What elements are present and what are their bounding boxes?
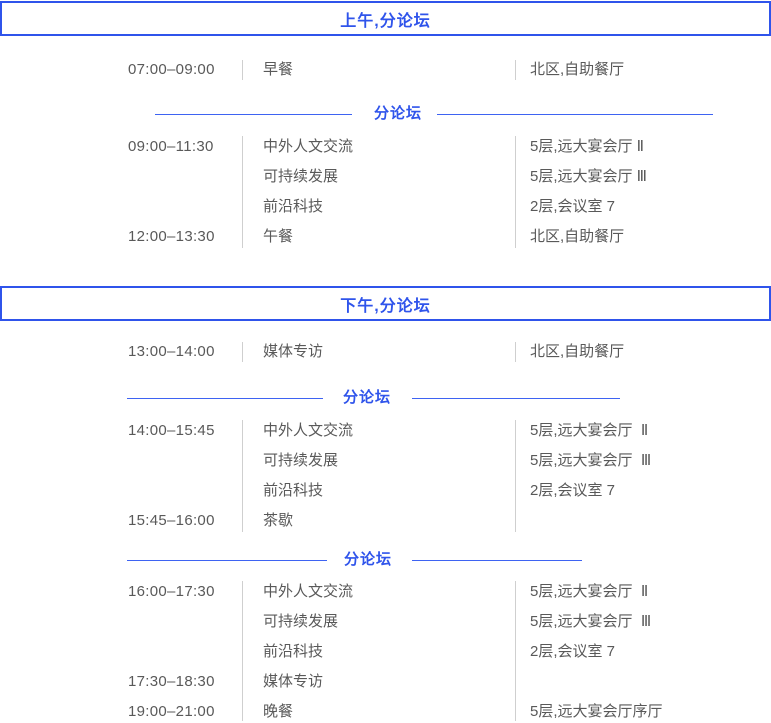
- section-header-afternoon: 下午,分论坛: [0, 286, 771, 321]
- column-rule: [515, 342, 516, 362]
- schedule-row-forum: 前沿科技 2层,会议室 7: [0, 196, 771, 218]
- row-time: 16:00–17:30: [128, 583, 215, 600]
- divider-label: 分论坛: [342, 389, 392, 406]
- row-event: 茶歇: [263, 512, 294, 529]
- row-location: 5层,远大宴会厅序厅: [530, 703, 663, 720]
- row-location: 2层,会议室 7: [530, 643, 616, 660]
- section-header-afternoon-label: 下午,分论坛: [340, 297, 431, 315]
- divider-line-left: [127, 398, 323, 399]
- row-location: 北区,自助餐厅: [530, 228, 625, 245]
- divider-label: 分论坛: [343, 551, 393, 568]
- row-time: 15:45–16:00: [128, 512, 215, 529]
- column-rule: [242, 60, 243, 80]
- divider-line-right: [412, 398, 620, 399]
- row-location: 北区,自助餐厅: [530, 343, 625, 360]
- schedule-row-lunch: 12:00–13:30 午餐 北区,自助餐厅: [0, 226, 771, 248]
- row-time: 19:00–21:00: [128, 703, 215, 720]
- divider-line-right: [412, 560, 582, 561]
- row-event: 早餐: [263, 61, 294, 78]
- row-location: 5层,远大宴会厅 Ⅲ: [530, 168, 648, 185]
- section-header-morning: 上午,分论坛: [0, 1, 771, 36]
- row-event: 前沿科技: [263, 198, 324, 215]
- column-rule: [242, 136, 243, 248]
- column-rule: [242, 420, 243, 532]
- row-time: 12:00–13:30: [128, 228, 215, 245]
- column-rule: [515, 60, 516, 80]
- divider-line-left: [127, 560, 327, 561]
- column-rule: [515, 136, 516, 248]
- row-event: 中外人文交流: [263, 422, 354, 439]
- schedule-row-forum: 前沿科技 2层,会议室 7: [0, 641, 771, 663]
- row-location: 5层,远大宴会厅 Ⅲ: [530, 452, 652, 469]
- schedule-row-forum: 可持续发展 5层,远大宴会厅 Ⅲ: [0, 166, 771, 188]
- row-event: 前沿科技: [263, 482, 324, 499]
- row-location: 2层,会议室 7: [530, 482, 616, 499]
- schedule-row-tea-break: 15:45–16:00 茶歇: [0, 510, 771, 532]
- divider-line-left: [155, 114, 352, 115]
- column-rule: [515, 420, 516, 532]
- row-event: 可持续发展: [263, 613, 339, 630]
- schedule-row-media: 13:00–14:00 媒体专访 北区,自助餐厅: [0, 341, 771, 363]
- row-event: 中外人文交流: [263, 138, 354, 155]
- schedule-row-forum: 可持续发展 5层,远大宴会厅 Ⅲ: [0, 450, 771, 472]
- schedule-row-forum: 09:00–11:30 中外人文交流 5层,远大宴会厅 Ⅱ: [0, 136, 771, 158]
- section-header-morning-label: 上午,分论坛: [340, 12, 431, 30]
- row-time: 14:00–15:45: [128, 422, 215, 439]
- row-time: 17:30–18:30: [128, 673, 215, 690]
- row-event: 晚餐: [263, 703, 294, 720]
- row-time: 13:00–14:00: [128, 343, 215, 360]
- column-rule: [242, 342, 243, 362]
- row-location: 5层,远大宴会厅 Ⅱ: [530, 138, 645, 155]
- schedule-row-forum: 14:00–15:45 中外人文交流 5层,远大宴会厅 Ⅱ: [0, 420, 771, 442]
- schedule-row-dinner: 19:00–21:00 晚餐 5层,远大宴会厅序厅: [0, 701, 771, 723]
- row-event: 可持续发展: [263, 452, 339, 469]
- row-event: 中外人文交流: [263, 583, 354, 600]
- row-event: 前沿科技: [263, 643, 324, 660]
- row-location: 2层,会议室 7: [530, 198, 616, 215]
- schedule-row-media: 17:30–18:30 媒体专访: [0, 671, 771, 693]
- schedule-row-forum: 16:00–17:30 中外人文交流 5层,远大宴会厅 Ⅱ: [0, 581, 771, 603]
- divider-line-right: [437, 114, 713, 115]
- divider-label: 分论坛: [373, 105, 423, 122]
- row-location: 5层,远大宴会厅 Ⅲ: [530, 613, 652, 630]
- row-event: 媒体专访: [263, 343, 324, 360]
- schedule-row-forum: 可持续发展 5层,远大宴会厅 Ⅲ: [0, 611, 771, 633]
- row-location: 5层,远大宴会厅 Ⅱ: [530, 422, 649, 439]
- row-event: 媒体专访: [263, 673, 324, 690]
- row-time: 07:00–09:00: [128, 61, 215, 78]
- column-rule: [242, 581, 243, 721]
- schedule-row-forum: 前沿科技 2层,会议室 7: [0, 480, 771, 502]
- row-event: 午餐: [263, 228, 294, 245]
- column-rule: [515, 581, 516, 721]
- row-time: 09:00–11:30: [128, 138, 214, 155]
- row-location: 北区,自助餐厅: [530, 61, 625, 78]
- row-location: 5层,远大宴会厅 Ⅱ: [530, 583, 649, 600]
- row-event: 可持续发展: [263, 168, 339, 185]
- schedule-row-breakfast: 07:00–09:00 早餐 北区,自助餐厅: [0, 59, 771, 81]
